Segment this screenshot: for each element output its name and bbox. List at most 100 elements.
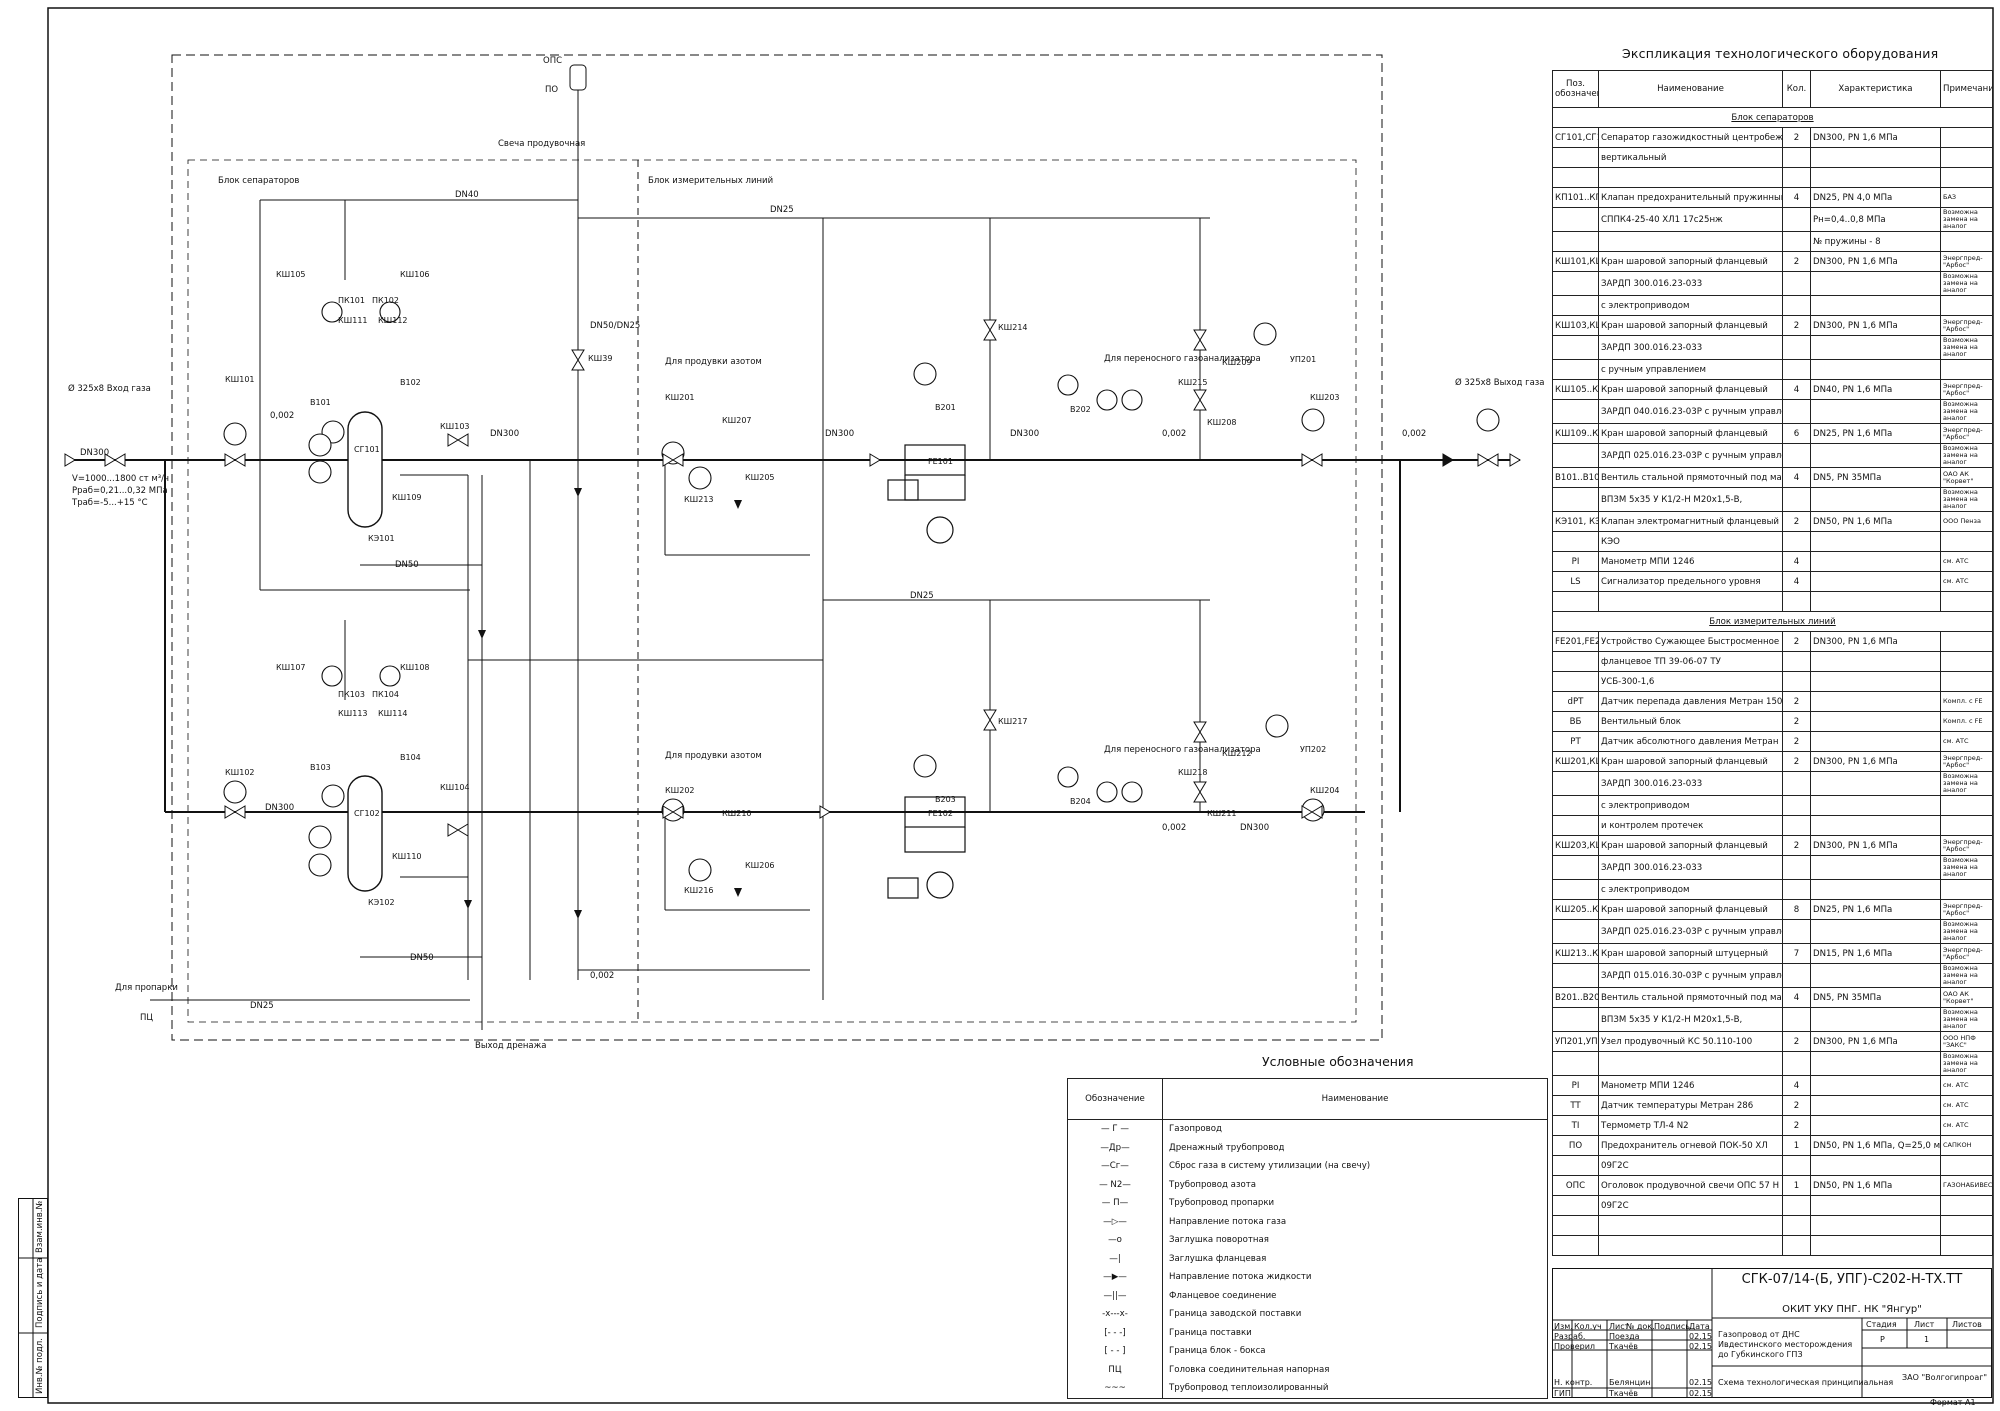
equipment-name-cell: с электроприводом <box>1598 795 1783 816</box>
equipment-qty-cell <box>1782 359 1811 380</box>
legend-row: —▶—Направление потока жидкости <box>1067 1268 1548 1287</box>
equipment-char-cell: DN25, PN 1,6 МПа <box>1810 899 1941 920</box>
equipment-row: СГ101,СГ102Сепаратор газожидкостный цент… <box>1552 127 1993 148</box>
equipment-pos-cell: КШ201,КШ202 <box>1552 751 1599 772</box>
equipment-pos-cell <box>1552 487 1599 512</box>
equipment-qty-cell: 4 <box>1782 571 1811 592</box>
legend-name: Заглушка фланцевая <box>1162 1249 1548 1268</box>
equipment-pos-cell: TT <box>1552 1095 1599 1116</box>
params1-label: V=1000...1800 ст м³/ч <box>72 474 169 484</box>
equipment-row: вертикальный <box>1552 147 1993 168</box>
legend-symbol: —▷— <box>1067 1212 1163 1231</box>
equipment-char-cell: DN50, PN 1,6 МПа, Q=25,0 м³/ч <box>1810 1135 1941 1156</box>
equipment-row: с электроприводом <box>1552 295 1993 316</box>
equipment-qty-cell: 7 <box>1782 943 1811 964</box>
equipment-qty-cell: 1 <box>1782 1135 1811 1156</box>
svecha-label: Свеча продувочная <box>498 139 585 149</box>
equipment-char-cell <box>1810 1095 1941 1116</box>
svg-text:КШ207: КШ207 <box>722 416 752 425</box>
legend-row: —Сг—Сброс газа в систему утилизации (на … <box>1067 1157 1548 1176</box>
equipment-row <box>1552 1215 1993 1236</box>
equipment-pos-cell: КП101..КП104 <box>1552 187 1599 208</box>
tb-prover-role: Проверил <box>1554 1342 1596 1351</box>
svg-text:В103: В103 <box>310 763 331 772</box>
legend-row: —▷—Направление потока газа <box>1067 1212 1548 1231</box>
svg-text:КШ202: КШ202 <box>665 786 695 795</box>
equipment-row: 09Г2С <box>1552 1195 1993 1216</box>
svg-text:КШ109: КШ109 <box>392 493 422 502</box>
equipment-note-cell <box>1940 651 1993 672</box>
produvka2-label: Для продувки азотом <box>665 751 762 761</box>
svg-text:FE102: FE102 <box>928 809 953 818</box>
equipment-pos-cell: КШ105..КШ108 <box>1552 379 1599 400</box>
equipment-pos-cell <box>1552 671 1599 692</box>
propar-label: Для пропарки <box>115 983 178 993</box>
equipment-name-cell <box>1598 591 1783 612</box>
svg-text:В202: В202 <box>1070 405 1091 414</box>
equipment-name-cell: Кран шаровой запорный фланцевый <box>1598 751 1783 772</box>
svg-text:КШ204: КШ204 <box>1310 786 1340 795</box>
equipment-row: КШ203,КШ204Кран шаровой запорный фланцев… <box>1552 835 1993 856</box>
equipment-qty-cell: 4 <box>1782 379 1811 400</box>
main-gas-lines <box>65 459 1520 813</box>
equipment-name-cell: ЗАРДП 300.016.23-033 <box>1598 855 1783 880</box>
equipment-qty-cell <box>1782 487 1811 512</box>
blok-izm-label: Блок измерительных линий <box>648 176 773 186</box>
equipment-char-cell <box>1810 651 1941 672</box>
equipment-note-cell: ООО Пенза <box>1940 511 1993 532</box>
equipment-char-cell <box>1810 795 1941 816</box>
equipment-qty-cell <box>1782 671 1811 692</box>
equipment-qty-cell <box>1782 919 1811 944</box>
equipment-row: КЭ101, КЭ102Клапан электромагнитный флан… <box>1552 511 1993 532</box>
equipment-note-cell: Возможна замена на аналог <box>1940 1007 1993 1032</box>
equipment-pos-cell <box>1552 167 1599 188</box>
equipment-char-cell: DN300, PN 1,6 МПа <box>1810 251 1941 272</box>
equipment-row <box>1552 1235 1993 1256</box>
equipment-name-cell: Датчик перепада давления Метран 150 <box>1598 691 1783 712</box>
equipment-qty-cell: 4 <box>1782 467 1811 488</box>
svg-text:В102: В102 <box>400 378 421 387</box>
equipment-pos-cell: УП201,УП202 <box>1552 1031 1599 1052</box>
svg-text:КШ105: КШ105 <box>276 270 306 279</box>
equipment-qty-cell <box>1782 1155 1811 1176</box>
equipment-pos-cell: ОПС <box>1552 1175 1599 1196</box>
equipment-qty-cell <box>1782 651 1811 672</box>
equipment-char-cell <box>1810 815 1941 836</box>
col-char: Характеристика <box>1810 70 1941 108</box>
equipment-char-cell <box>1810 771 1941 796</box>
svg-text:КШ209: КШ209 <box>1222 358 1252 367</box>
equipment-name-cell: Устройство Сужающее Быстросменное <box>1598 631 1783 652</box>
equipment-note-cell: см. АТС <box>1940 1095 1993 1116</box>
perenos2-label: Для переносного газоанализатора <box>1104 745 1261 755</box>
equipment-name-cell: Сигнализатор предельного уровня <box>1598 571 1783 592</box>
svg-text:В104: В104 <box>400 753 421 762</box>
equipment-note-cell: ОАО АК "Корвет" <box>1940 987 1993 1008</box>
equipment-note-cell <box>1940 1235 1993 1256</box>
equipment-note-cell: Энергпред-"Арбос" <box>1940 423 1993 444</box>
svg-text:КШ106: КШ106 <box>400 270 430 279</box>
legend-name: Трубопровод пропарки <box>1162 1194 1548 1213</box>
equipment-qty-cell: 2 <box>1782 1031 1811 1052</box>
equipment-char-cell: DN300, PN 1,6 МПа <box>1810 315 1941 336</box>
equipment-note-cell: см. АТС <box>1940 1115 1993 1136</box>
equipment-qty-cell: 6 <box>1782 423 1811 444</box>
equipment-row: КШ201,КШ202Кран шаровой запорный фланцев… <box>1552 751 1993 772</box>
equipment-pos-cell <box>1552 651 1599 672</box>
legend-symbol: — N2— <box>1067 1175 1163 1194</box>
equipment-name-cell: фланцевое ТП 39-06-07 ТУ <box>1598 651 1783 672</box>
legend-col-symbol: Обозначение <box>1067 1078 1163 1120</box>
legend-header-row: Обозначение Наименование <box>1067 1078 1548 1120</box>
svg-text:СГ102: СГ102 <box>354 809 380 818</box>
dn50-25: DN50/DN25 <box>590 321 640 331</box>
svg-text:КШ111: КШ111 <box>338 316 368 325</box>
equipment-note-cell: Возможна замена на аналог <box>1940 443 1993 468</box>
legend-row: —||—Фланцевое соединение <box>1067 1286 1548 1305</box>
tb-company: ЗАО "Волгогипроаг" <box>1902 1373 1988 1382</box>
equipment-qty-cell <box>1782 879 1811 900</box>
equipment-name-cell: Вентильный блок <box>1598 711 1783 732</box>
tb-gip-name: Ткачёв <box>1609 1389 1638 1398</box>
equipment-qty-cell: 4 <box>1782 987 1811 1008</box>
